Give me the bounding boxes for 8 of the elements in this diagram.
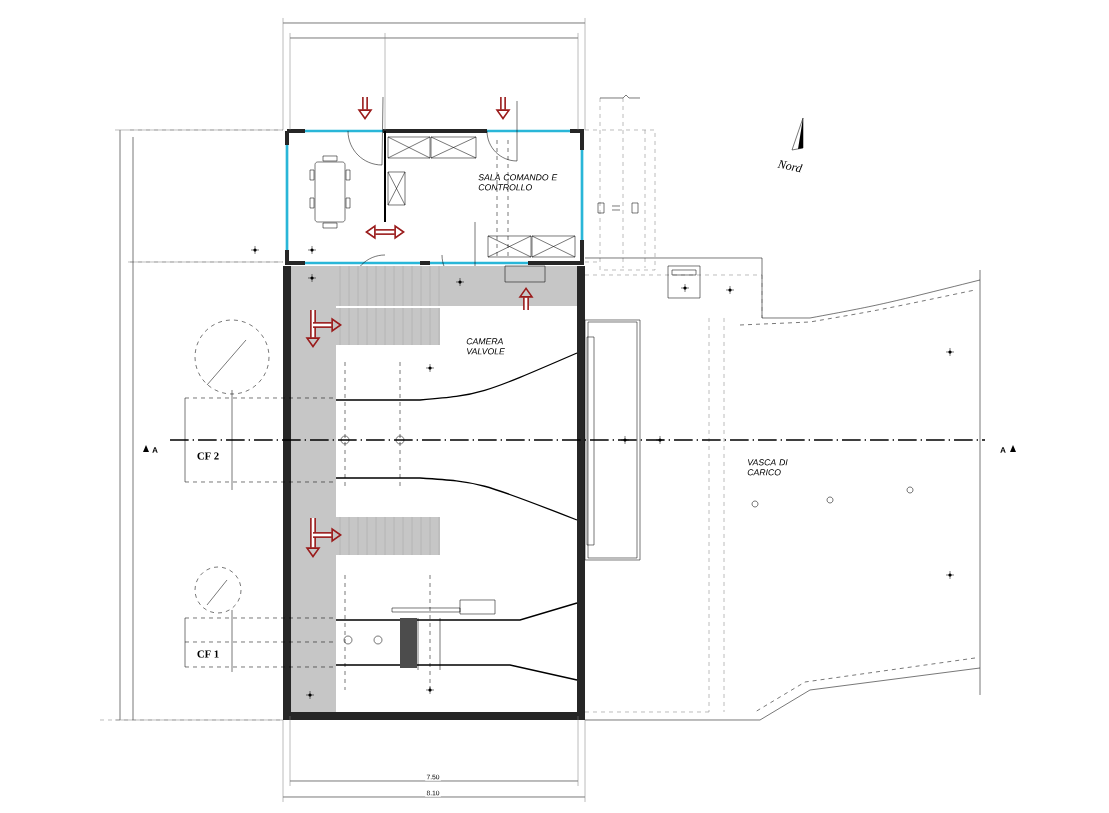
room-label: CAMERA VALVOLE: [466, 338, 505, 355]
north-label: Nord: [775, 157, 805, 175]
room-label: VASCA DI CARICO: [747, 459, 788, 476]
pipe-label: CF 1: [195, 649, 221, 659]
section-letter: A: [998, 445, 1008, 455]
section-letter: A: [150, 445, 160, 455]
pipe-label: CF 2: [195, 451, 221, 461]
room-label: SALA COMANDO E CONTROLLO: [478, 174, 558, 191]
